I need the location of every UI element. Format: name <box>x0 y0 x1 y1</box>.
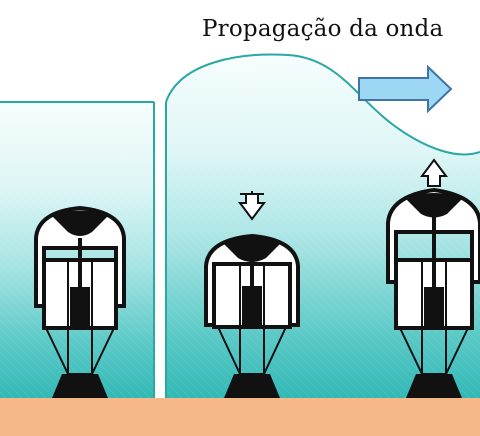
wave-direction-arrow-icon <box>358 64 453 114</box>
middle-device <box>204 191 300 398</box>
up-arrow-icon <box>420 158 448 187</box>
down-arrow-icon <box>238 193 266 221</box>
seabed <box>0 398 480 436</box>
right-device <box>386 158 480 398</box>
diagram-title: Propagação da onda <box>202 16 444 42</box>
left-device <box>34 205 126 398</box>
